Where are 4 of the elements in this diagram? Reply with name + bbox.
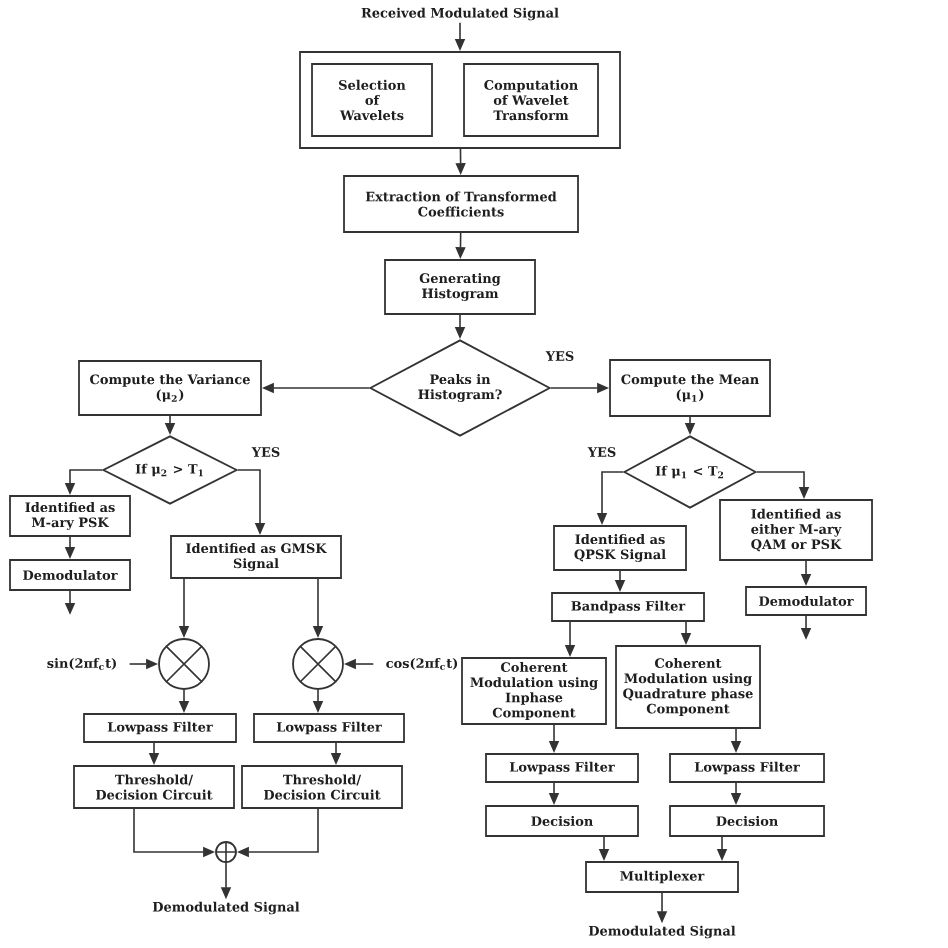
summing-junction	[215, 841, 237, 863]
group-box	[299, 51, 621, 149]
multiplier-symbol	[158, 638, 210, 690]
multiplier-symbol	[292, 638, 344, 690]
